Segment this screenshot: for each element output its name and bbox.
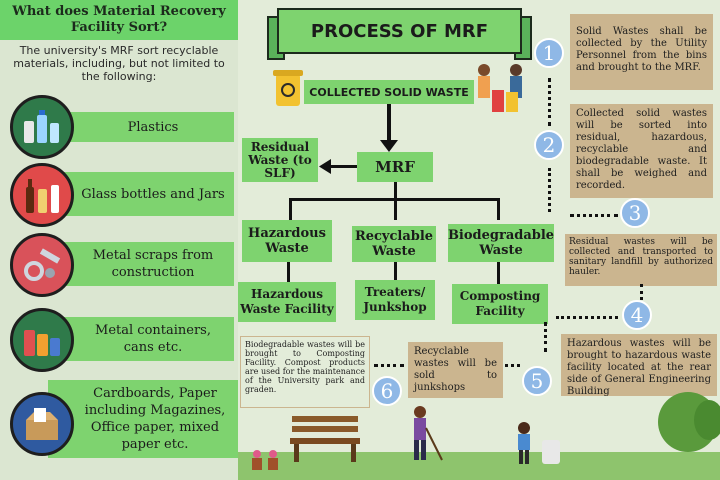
residual-waste-box: Residual Waste (to SLF) xyxy=(242,138,318,182)
line-recyclable-down xyxy=(394,262,397,280)
metal-scraps-icon xyxy=(10,233,74,297)
step-6-badge: 6 xyxy=(372,376,402,406)
branch-left xyxy=(289,198,292,220)
line-biodegradable-down xyxy=(497,262,500,284)
step-5-note: Recyclable wastes will be sold to junksh… xyxy=(408,342,503,398)
left-panel: What does Material Recovery Facility Sor… xyxy=(0,0,238,480)
plastic-bottles-icon xyxy=(10,95,74,159)
recycle-bin-icon xyxy=(273,70,303,106)
hazardous-waste-box: Hazardous Waste xyxy=(242,220,332,262)
dotted-connector xyxy=(548,168,551,212)
step-5-badge: 5 xyxy=(522,366,552,396)
step-1-note: Solid Wastes shall be collected by the U… xyxy=(570,14,713,90)
category-item-plastics: Plastics xyxy=(10,92,238,162)
glass-bottles-icon xyxy=(10,163,74,227)
category-item-metal-cans: Metal containers, cans etc. xyxy=(10,305,238,375)
left-panel-title: What does Material Recovery Facility Sor… xyxy=(0,0,238,40)
dotted-connector xyxy=(374,364,404,367)
step-2-note: Collected solid wastes will be sorted in… xyxy=(570,104,713,198)
bench-icon xyxy=(290,416,360,462)
step-6-note: Biodegradable wastes will be brought to … xyxy=(240,336,370,408)
category-item-metal-scraps: Metal scraps from construction xyxy=(10,230,238,300)
ground xyxy=(238,452,720,480)
arrow-collected-to-mrf xyxy=(387,104,391,146)
mrf-box: MRF xyxy=(357,152,433,182)
hazardous-facility-box: Hazardous Waste Facility xyxy=(238,282,336,322)
category-label: Metal containers, cans etc. xyxy=(48,317,234,361)
cardboard-box-icon xyxy=(10,392,74,456)
branch-right xyxy=(497,198,500,220)
category-item-paper: Cardboards, Paper including Magazines, O… xyxy=(10,380,238,470)
composting-facility-box: Composting Facility xyxy=(452,284,548,324)
flower-pot-icon xyxy=(252,450,278,470)
dotted-connector xyxy=(556,316,618,319)
category-label: Glass bottles and Jars xyxy=(48,172,234,216)
metal-cans-icon xyxy=(10,308,74,372)
category-label: Metal scraps from construction xyxy=(48,242,234,286)
step-4-note: Hazardous wastes will be brought to haza… xyxy=(561,334,717,397)
arrow-head-icon xyxy=(319,159,331,174)
recyclable-waste-box: Recyclable Waste xyxy=(352,226,436,262)
person-with-trash-icon xyxy=(518,422,560,464)
line-hazardous-down xyxy=(287,262,290,282)
utility-personnel-icon xyxy=(478,64,522,112)
arrow-mrf-to-residual xyxy=(330,165,357,168)
arrow-head-icon xyxy=(380,140,398,152)
person-sweeping-icon xyxy=(414,406,443,461)
collected-solid-waste-box: COLLECTED SOLID WASTE xyxy=(304,80,474,104)
dotted-connector xyxy=(640,284,643,300)
left-panel-intro: The university's MRF sort recyclable mat… xyxy=(13,44,225,83)
step-1-badge: 1 xyxy=(534,38,564,68)
dotted-connector xyxy=(505,364,520,367)
step-2-badge: 2 xyxy=(534,130,564,160)
biodegradable-waste-box: Biodegradable Waste xyxy=(448,224,554,262)
tree-icon xyxy=(694,400,720,440)
dotted-connector xyxy=(548,78,551,126)
dotted-connector xyxy=(544,322,547,352)
page-title: PROCESS OF MRF xyxy=(267,8,532,60)
category-item-glass: Glass bottles and Jars xyxy=(10,160,238,230)
branch-middle xyxy=(394,198,397,220)
step-4-badge: 4 xyxy=(622,300,652,330)
category-label: Plastics xyxy=(48,112,234,142)
step-3-badge: 3 xyxy=(620,198,650,228)
dotted-connector xyxy=(570,214,618,217)
category-label: Cardboards, Paper including Magazines, O… xyxy=(48,380,238,458)
branch-stem xyxy=(394,182,397,200)
treaters-junkshop-box: Treaters/ Junkshop xyxy=(355,280,435,320)
step-3-note: Residual wastes will be collected and tr… xyxy=(565,234,717,286)
